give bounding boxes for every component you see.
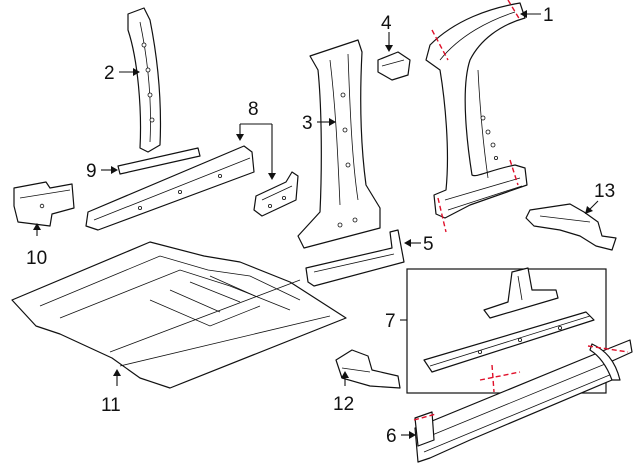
part-1-body-side-outer[interactable] xyxy=(425,2,528,219)
callout-4[interactable]: 4 xyxy=(381,13,392,34)
leader-arrow xyxy=(341,371,349,378)
leader-arrow xyxy=(113,369,121,376)
callout-7[interactable]: 7 xyxy=(385,311,396,332)
cut-line xyxy=(431,29,449,61)
part-7-rocker-reinforcement[interactable] xyxy=(423,267,595,373)
leader-arrow xyxy=(520,10,527,18)
callout-12[interactable]: 12 xyxy=(333,394,354,415)
cut-line xyxy=(491,364,495,393)
part-3-b-pillar[interactable] xyxy=(297,39,381,249)
leader-arrow xyxy=(111,166,118,174)
callout-2[interactable]: 2 xyxy=(104,63,115,84)
part-12-seat-bracket[interactable] xyxy=(335,349,401,389)
leader-arrow xyxy=(404,239,411,247)
callout-6[interactable]: 6 xyxy=(386,426,397,447)
part-2-a-pillar-reinforcement[interactable] xyxy=(127,7,162,153)
part-10-small-bracket[interactable] xyxy=(13,181,75,227)
callout-9[interactable]: 9 xyxy=(86,161,97,182)
part-11-floor-pan[interactable] xyxy=(11,241,347,389)
callout-3[interactable]: 3 xyxy=(302,113,313,134)
leader-arrow xyxy=(236,134,244,141)
leader-arrow xyxy=(409,431,416,439)
part-5-lower-bracket[interactable] xyxy=(305,229,405,287)
leader-arrow xyxy=(268,173,276,180)
cut-line xyxy=(509,159,519,186)
callout-13[interactable]: 13 xyxy=(594,181,615,202)
part-8-hinge-bracket[interactable] xyxy=(253,171,299,217)
leader-arrow xyxy=(33,223,41,230)
cut-line xyxy=(507,0,521,21)
cut-line xyxy=(587,345,629,353)
part-13-floor-plate[interactable] xyxy=(525,203,617,251)
callout-8[interactable]: 8 xyxy=(248,99,259,120)
callout-10[interactable]: 10 xyxy=(26,248,47,269)
part-9-sill-strip[interactable] xyxy=(85,145,255,231)
callout-1[interactable]: 1 xyxy=(543,5,554,26)
leader-arrow xyxy=(385,45,393,52)
cut-line xyxy=(413,413,437,421)
callout-11[interactable]: 11 xyxy=(101,395,121,416)
cut-line xyxy=(479,371,521,381)
leader-arrow xyxy=(329,118,336,126)
part-4-bracket[interactable] xyxy=(377,51,411,81)
part-6-rocker-outer[interactable] xyxy=(414,339,633,463)
leader-arrow xyxy=(133,68,140,76)
cut-line xyxy=(437,197,447,233)
leader-arrow xyxy=(585,206,593,214)
callout-5[interactable]: 5 xyxy=(423,234,434,255)
